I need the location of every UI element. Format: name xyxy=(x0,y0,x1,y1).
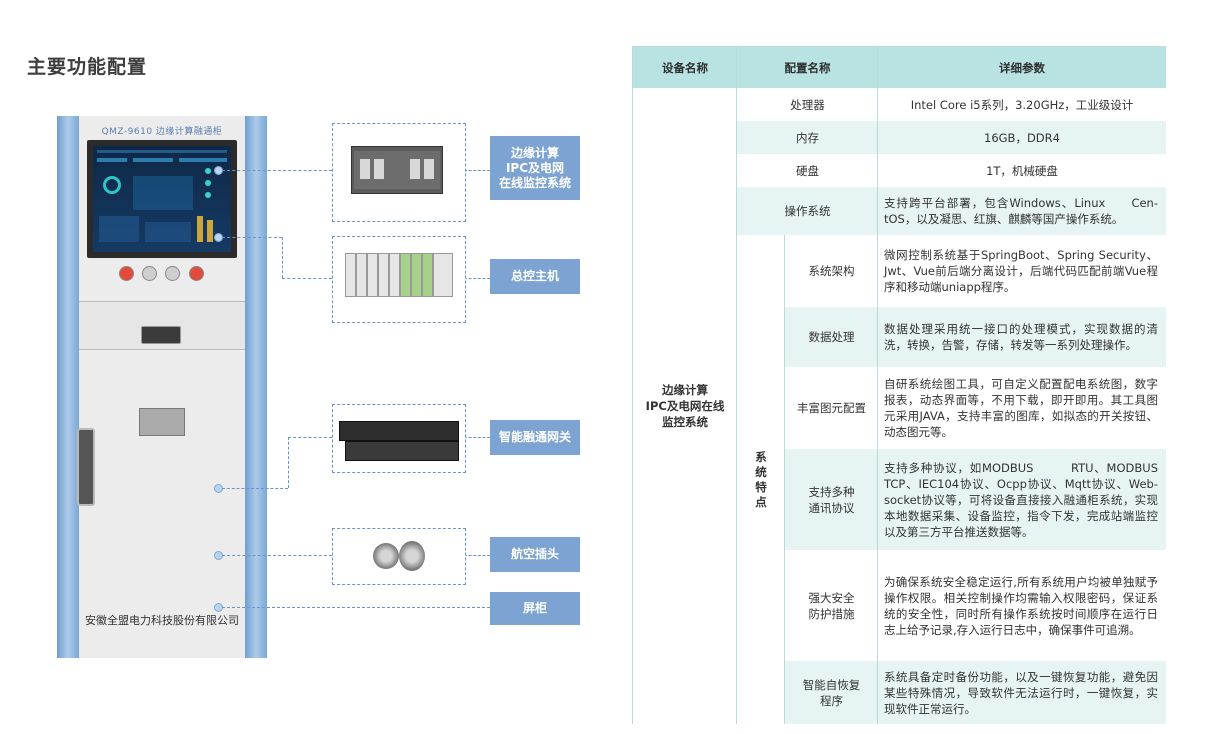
row-detail-data-processing: 数据处理采用统一接口的处理模式，实现数据的清洗，转换，告警，存储，转发等一系列处… xyxy=(878,307,1166,367)
row-name-security: 强大安全 防护措施 xyxy=(785,550,878,661)
cabinet-body: QMZ-9610 边缘计算融通柜 xyxy=(77,116,245,658)
row-detail-os: 支持跨平台部署，包含Windows、Linux Cen-tOS，以及凝思、红旗、… xyxy=(878,187,1166,235)
spec-table: 设备名称 配置名称 详细参数 边缘计算 IPC及电网在线 监控系统 处理器 In… xyxy=(632,46,1166,724)
header-device-name: 设备名称 xyxy=(633,47,737,88)
gateway-device-icon xyxy=(339,421,459,441)
row-detail-architecture: 微网控制系统基于SpringBoot、Spring Security、Jwt、V… xyxy=(878,235,1166,307)
row-detail-security: 为确保系统安全稳定运行,所有系统用户均被单独赋予操作权限。相关控制操作均需输入权… xyxy=(878,550,1166,661)
callout-master-controller: 总控主机 xyxy=(490,259,580,294)
row-name-graphics: 丰富图元配置 xyxy=(785,367,878,449)
cabinet-middle-panel xyxy=(79,302,245,350)
row-detail-protocols: 支持多种协议，如MODBUS RTU、MODBUS TCP、IEC104协议、O… xyxy=(878,449,1166,550)
industrial-pc-icon xyxy=(351,146,443,194)
row-name-os: 操作系统 xyxy=(737,187,878,235)
row-name-disk: 硬盘 xyxy=(737,154,878,187)
lock-handle-icon xyxy=(141,326,181,344)
callout-aviation-plug: 航空插头 xyxy=(490,537,580,572)
aviation-plug-icon xyxy=(399,541,425,571)
aviation-plug-image xyxy=(332,528,466,585)
emergency-stop-icon xyxy=(189,266,204,281)
company-name: 安徽全盟电力科技股份有限公司 xyxy=(85,614,239,627)
red-button-icon xyxy=(119,266,134,281)
grey-knob-icon xyxy=(142,266,157,281)
nameplate-icon xyxy=(139,408,185,436)
subgroup-label: 系 统 特 点 xyxy=(737,235,785,724)
page-title: 主要功能配置 xyxy=(27,56,148,78)
row-detail-disk: 1T，机械硬盘 xyxy=(878,154,1166,187)
header-detail: 详细参数 xyxy=(878,47,1166,88)
cabinet-screen xyxy=(87,140,237,258)
gateway-image xyxy=(332,404,466,473)
master-controller-image xyxy=(332,236,466,323)
callout-edge-ipc: 边缘计算 IPC及电网 在线监控系统 xyxy=(490,136,580,200)
aviation-plug-icon xyxy=(373,543,399,569)
callout-cabinet: 屏柜 xyxy=(490,592,580,625)
cabinet-top-panel: QMZ-9610 边缘计算融通柜 xyxy=(79,116,245,302)
row-name-memory: 内存 xyxy=(737,121,878,154)
cabinet-side-right xyxy=(245,116,267,658)
screen-dashboard xyxy=(93,146,231,252)
grey-knob-icon xyxy=(165,266,180,281)
door-handle-icon xyxy=(77,428,95,506)
row-name-cpu: 处理器 xyxy=(737,88,878,121)
cabinet-illustration: QMZ-9610 边缘计算融通柜 xyxy=(57,116,267,658)
cabinet-button-row xyxy=(79,266,245,286)
row-detail-recovery: 系统具备定时备份功能，以及一键恢复功能，避免因某些特殊情况，导致软件无法运行时，… xyxy=(878,661,1166,724)
row-name-architecture: 系统架构 xyxy=(785,235,878,307)
row-detail-memory: 16GB，DDR4 xyxy=(878,121,1166,154)
cabinet-side-left xyxy=(57,116,79,658)
row-name-protocols: 支持多种 通讯协议 xyxy=(785,449,878,550)
cabinet-lower-door: 安徽全盟电力科技股份有限公司 xyxy=(77,350,245,658)
ipc-image xyxy=(332,123,466,222)
group-label: 边缘计算 IPC及电网在线 监控系统 xyxy=(633,88,737,724)
row-detail-graphics: 自研系统绘图工具，可自定义配置配电系统图，数字报表，动态界面等，不用下载，即开即… xyxy=(878,367,1166,449)
gateway-device-icon xyxy=(345,441,459,461)
header-config-name: 配置名称 xyxy=(737,47,878,88)
callout-gateway: 智能融通网关 xyxy=(490,420,580,455)
row-name-data-processing: 数据处理 xyxy=(785,307,878,367)
cabinet-model-label: QMZ-9610 边缘计算融通柜 xyxy=(101,127,223,137)
row-name-recovery: 智能自恢复 程序 xyxy=(785,661,878,724)
row-detail-cpu: Intel Core i5系列，3.20GHz，工业级设计 xyxy=(878,88,1166,121)
